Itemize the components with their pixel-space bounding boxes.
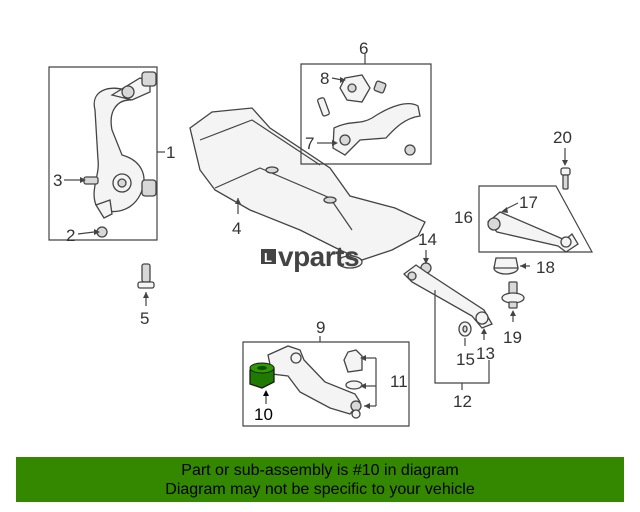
bushing-10-highlight <box>249 362 275 389</box>
callout-15: 15 <box>456 350 475 369</box>
bushing-18 <box>493 257 519 275</box>
callout-2: 2 <box>66 226 75 245</box>
callout-4: 4 <box>232 219 241 238</box>
callout-18: 18 <box>536 258 555 277</box>
callout-1: 1 <box>166 143 175 162</box>
banner-line-1: Part or sub-assembly is #10 in diagram <box>181 461 459 479</box>
knuckle-group <box>48 66 165 241</box>
bolt-5 <box>137 263 155 289</box>
callout-11: 11 <box>390 372 408 391</box>
upper-arm-group <box>300 54 432 165</box>
callout-7: 7 <box>305 134 314 153</box>
callout-3: 3 <box>53 171 62 190</box>
callout-6: 6 <box>359 39 368 58</box>
callout-13: 13 <box>476 344 495 363</box>
svg-text:vparts: vparts <box>278 241 359 272</box>
callout-12: 12 <box>453 392 472 411</box>
lateral-link-group <box>478 185 594 253</box>
callout-9: 9 <box>316 318 325 337</box>
bolt-20 <box>560 167 571 190</box>
vparts-logo: L vparts <box>261 241 360 272</box>
callout-20: 20 <box>553 128 572 147</box>
trailing-link <box>403 262 493 329</box>
callout-10: 10 <box>254 405 273 424</box>
lower-arm-group <box>242 336 410 427</box>
callout-14: 14 <box>418 230 437 249</box>
callout-19: 19 <box>503 328 522 347</box>
callout-8: 8 <box>320 69 329 88</box>
parts-diagram: 1 2 3 4 5 6 7 8 L <box>48 39 594 427</box>
banner-line-2: Diagram may not be specific to your vehi… <box>165 480 475 498</box>
svg-text:L: L <box>264 250 272 265</box>
callout-16: 16 <box>454 208 473 227</box>
info-banner: Part or sub-assembly is #10 in diagram D… <box>16 457 624 502</box>
callout-17: 17 <box>519 193 538 212</box>
callout-5: 5 <box>140 309 149 328</box>
bolt-19 <box>501 281 525 309</box>
